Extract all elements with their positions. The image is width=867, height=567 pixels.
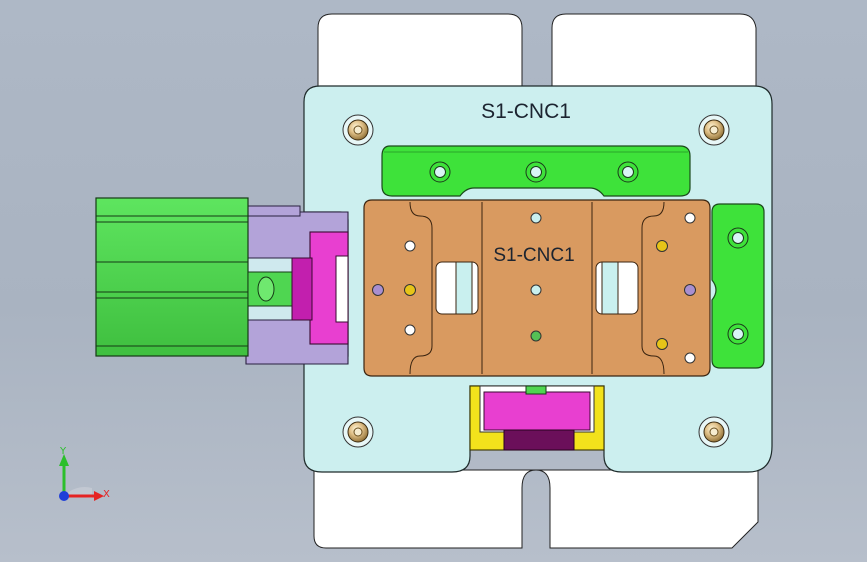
bottom-pusher[interactable] [469,385,605,451]
clamp-hole-3 [617,161,639,183]
screw-bottom-right[interactable] [698,416,730,448]
screw-top-right[interactable] [698,114,730,146]
corner-screws[interactable] [342,114,730,448]
white-jaw-plates[interactable] [313,13,759,549]
insert-engraving: S1-CNC1 [493,245,574,266]
copper-insert[interactable]: S1-CNC1 [363,199,711,377]
right-clamp-hole-2 [727,323,749,345]
upper-left-jaw[interactable] [317,13,523,89]
clamp-hole-1 [429,161,451,183]
pneumatic-cylinder[interactable] [95,197,295,357]
right-clamp-hole-1 [727,227,749,249]
right-green-clamp[interactable] [711,203,765,369]
screw-bottom-left[interactable] [342,416,374,448]
y-axis-label: Y [59,446,67,457]
coordinate-triad: Y X [59,446,110,501]
plate-engraving: S1-CNC1 [481,100,571,123]
top-green-clamp[interactable] [381,145,691,197]
upper-right-jaw[interactable] [551,13,757,89]
left-pusher[interactable] [291,231,349,345]
x-axis-label: X [103,489,110,500]
screw-top-left[interactable] [342,114,374,146]
lower-jaw[interactable] [313,469,759,549]
clamp-hole-2 [525,161,547,183]
insert-pins [372,212,696,364]
